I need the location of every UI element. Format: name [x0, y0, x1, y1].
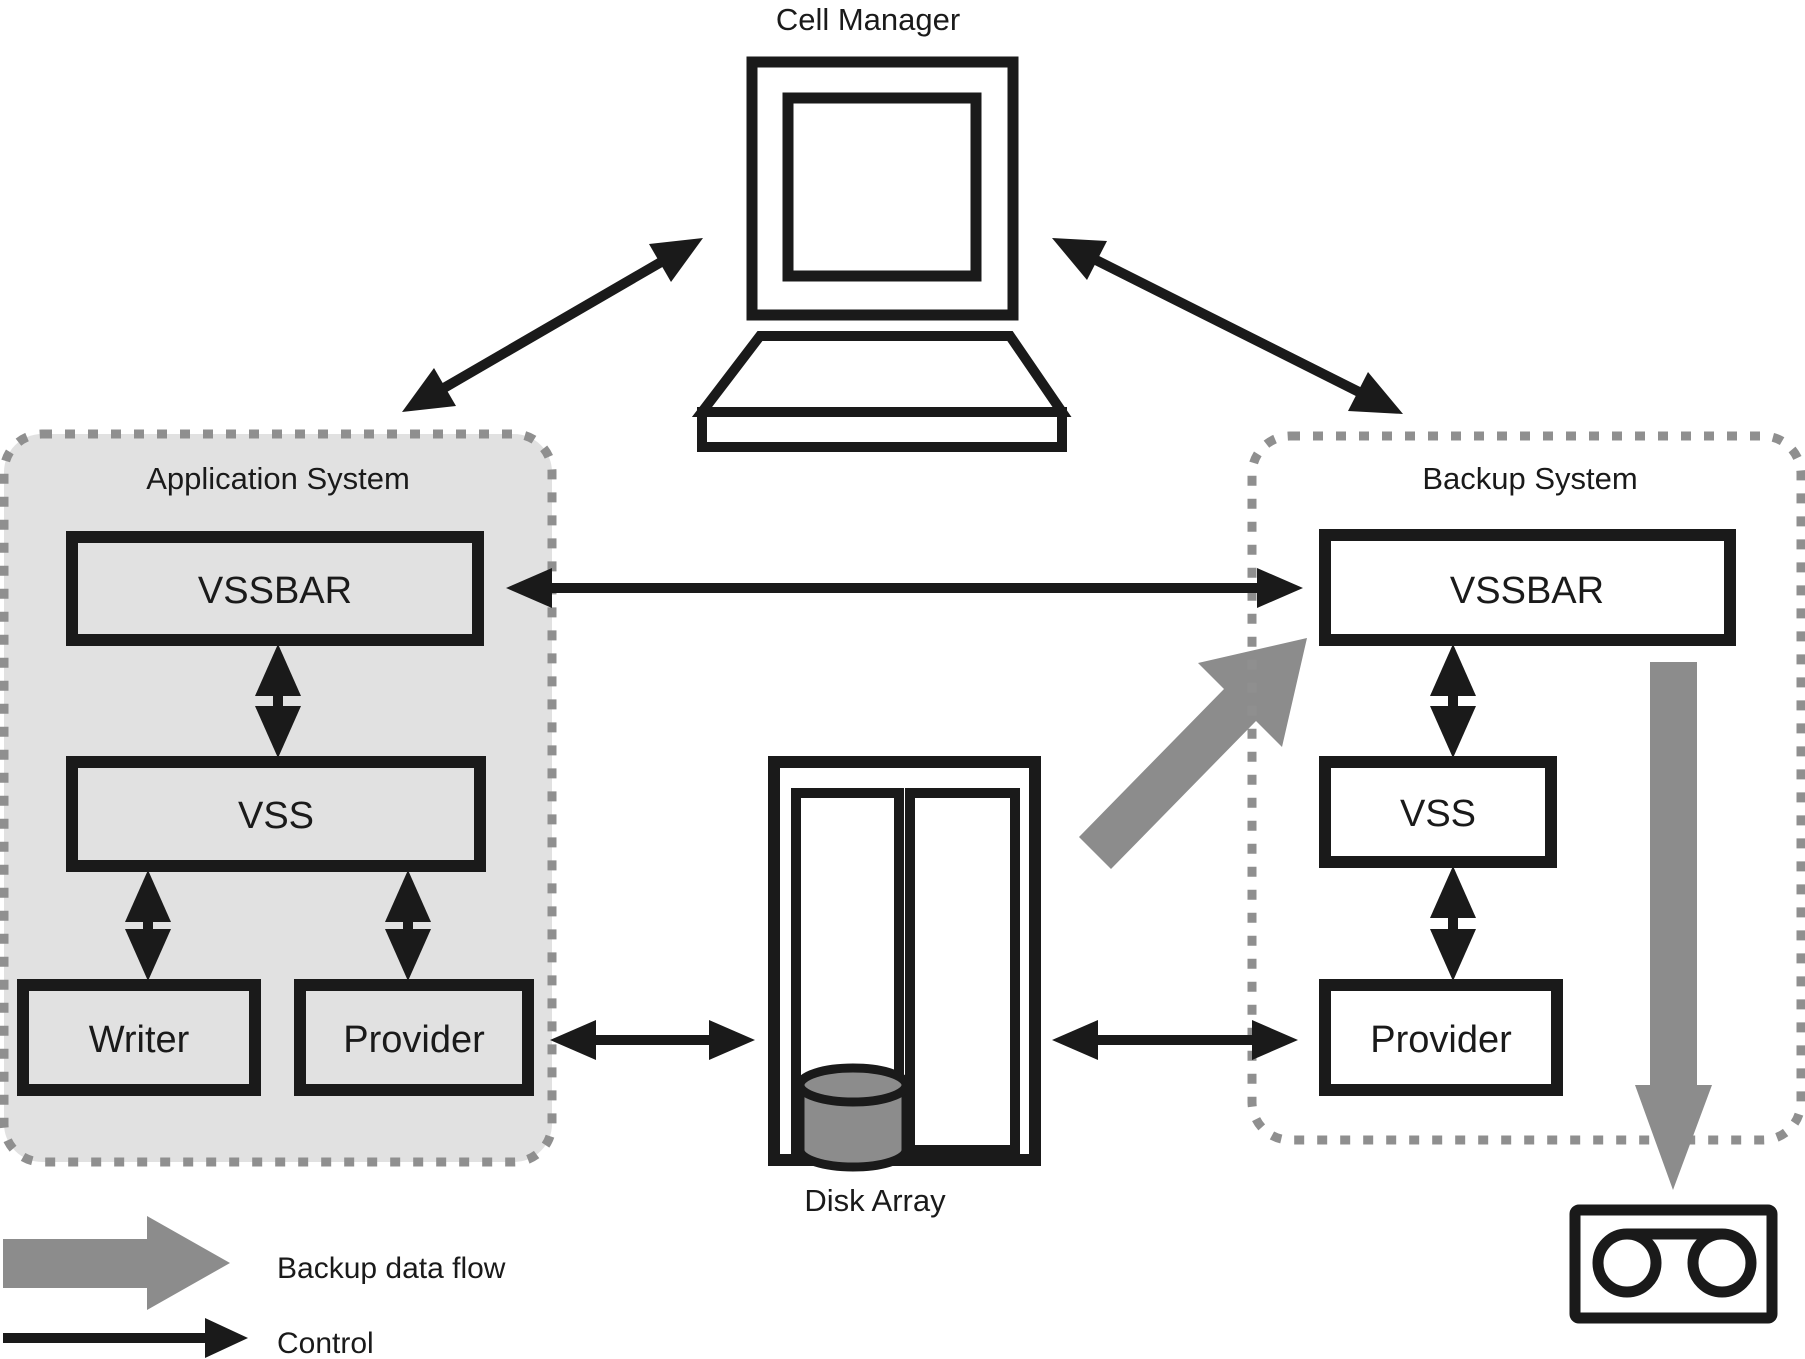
arrowhead-icon [125, 870, 171, 922]
control-arrow-cellmanager-backup [1052, 238, 1403, 414]
app-vss-label: VSS [238, 795, 314, 837]
app-vss-box [66, 756, 486, 872]
control-arrow-app-vss-provider [385, 870, 431, 981]
arrowhead-icon [709, 1020, 755, 1060]
tape-drive-icon [1569, 1204, 1778, 1324]
app-vssbar-label: VSSBAR [198, 570, 352, 612]
arrowhead-icon [649, 238, 703, 282]
backup-panel-border [1247, 431, 1805, 1145]
app-writer-label: Writer [89, 1019, 190, 1061]
control-arrow-appprovider-diskarray [550, 1020, 755, 1060]
cell-manager-label: Cell Manager [776, 2, 960, 37]
backup-vss-label: VSS [1400, 793, 1476, 835]
arrowhead-icon [205, 1318, 248, 1358]
disk-array-group: Disk Array [768, 756, 1041, 1218]
backup-system-panel: Backup System VSSBAR VSS Provider [1079, 431, 1805, 1190]
legend-control-label: Control [277, 1327, 374, 1359]
keyboard-base [697, 407, 1067, 452]
arrowhead-icon [1052, 1020, 1098, 1060]
arrowhead-icon [1430, 644, 1476, 696]
cell-manager-group: Cell Manager [691, 2, 1072, 452]
backup-provider-box [1319, 979, 1563, 1096]
arrowhead-icon [506, 568, 552, 608]
arrowhead-icon [385, 929, 431, 981]
control-arrow-diskarray-backupprovider [1052, 1020, 1298, 1060]
arrowhead-icon [402, 368, 456, 412]
app-provider-label: Provider [343, 1019, 485, 1061]
disk-array-slot-right [905, 788, 1020, 1155]
app-vssbar-box [66, 531, 484, 646]
control-arrow-app-vssbar-vss [255, 644, 301, 758]
application-panel-border [0, 429, 557, 1167]
monitor-screen [782, 92, 982, 282]
arrowhead-icon [385, 870, 431, 922]
tape-reel-left [1592, 1228, 1662, 1298]
app-writer-box [17, 979, 261, 1096]
computer-icon [691, 56, 1072, 452]
backup-vssbar-label: VSSBAR [1450, 570, 1604, 612]
legend-control-arrow-icon [3, 1318, 248, 1358]
arrowhead-icon [1252, 1020, 1298, 1060]
control-arrow-app-vss-writer [125, 870, 171, 981]
keyboard-top [691, 331, 1072, 417]
backup-dataflow-arrow-vssbar-to-tape [1635, 662, 1712, 1190]
application-system-panel: Application System VSSBAR VSS Writer Pro… [0, 429, 557, 1167]
control-arrow-vssbar-vssbar [506, 568, 1303, 608]
legend: Backup data flow Control [3, 1216, 506, 1359]
disk-array-icon [768, 756, 1041, 1172]
arrowhead-icon [1430, 706, 1476, 758]
legend-backup-dataflow-label: Backup data flow [277, 1252, 506, 1285]
legend-backup-dataflow-arrow-icon [3, 1216, 230, 1310]
backup-dataflow-arrow-diskarray-to-vssbar [1079, 638, 1307, 869]
backup-vssbar-box [1319, 529, 1736, 646]
backup-system-title: Backup System [1422, 461, 1637, 496]
application-system-title: Application System [146, 461, 410, 496]
arrowhead-icon [255, 706, 301, 758]
disk-cylinder-body [795, 1085, 911, 1172]
backup-vss-box [1319, 756, 1557, 868]
arrowhead-icon [1430, 866, 1476, 918]
disk-array-label: Disk Array [804, 1183, 946, 1218]
control-arrow-backup-vssbar-vss [1430, 644, 1476, 758]
arrowhead-icon [550, 1020, 596, 1060]
app-provider-box [294, 979, 534, 1096]
arrowhead-icon [255, 644, 301, 696]
control-arrow-cellmanager-application [402, 238, 703, 412]
control-arrow-backup-vss-provider [1430, 866, 1476, 981]
backup-provider-label: Provider [1370, 1019, 1512, 1061]
disk-cylinder-top [795, 1063, 911, 1107]
arrowhead-icon [125, 929, 171, 981]
tape-reel-right [1687, 1228, 1757, 1298]
arrowhead-icon [1257, 568, 1303, 608]
arrowhead-icon [1348, 372, 1403, 414]
arrowhead-icon [1052, 238, 1107, 280]
arrowhead-icon [1430, 929, 1476, 981]
